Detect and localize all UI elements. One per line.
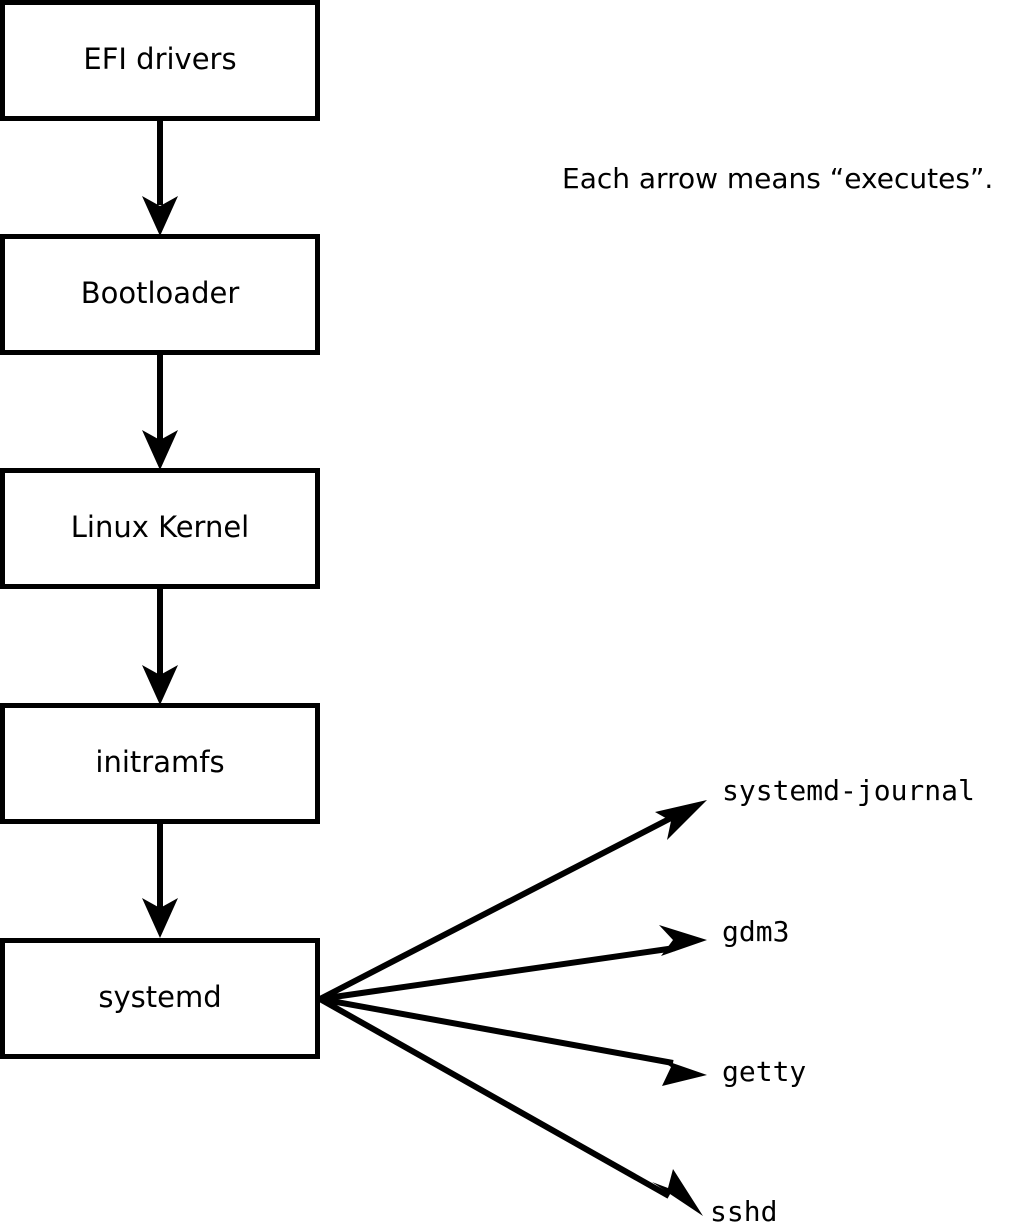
fan-arrow-systemd-to-sshd	[318, 996, 703, 1216]
flow-arrow-kernel-to-initramfs	[142, 588, 178, 705]
arrowhead-icon	[142, 665, 178, 705]
fan-arrow-systemd-to-gdm3	[319, 925, 707, 1002]
fan-arrow-systemd-to-getty	[319, 996, 707, 1086]
arrowhead-icon	[655, 800, 707, 840]
stage-box-initramfs[interactable]: initramfs	[0, 703, 320, 824]
service-label-gdm3: gdm3	[722, 915, 789, 948]
service-label-systemd-journal: systemd-journal	[722, 774, 975, 807]
service-label-sshd: sshd	[710, 1195, 777, 1228]
fan-arrow-systemd-to-systemd-journal	[318, 800, 707, 1002]
stage-label-initramfs: initramfs	[95, 745, 224, 779]
flow-arrow-initramfs-to-systemd	[142, 823, 178, 938]
arrowhead-icon	[658, 1058, 707, 1086]
stage-box-efi-drivers[interactable]: EFI drivers	[0, 0, 320, 121]
flow-arrow-efi-to-bootloader	[142, 118, 178, 236]
stage-label-systemd: systemd	[98, 980, 221, 1014]
stage-label-bootloader: Bootloader	[81, 276, 240, 310]
arrowhead-icon	[659, 925, 707, 956]
legend-note: Each arrow means “executes”.	[562, 162, 993, 195]
stage-box-systemd[interactable]: systemd	[0, 938, 320, 1059]
stage-label-efi-drivers: EFI drivers	[83, 42, 236, 76]
stage-box-bootloader[interactable]: Bootloader	[0, 234, 320, 355]
flow-arrow-bootloader-to-kernel	[142, 353, 178, 470]
arrowhead-icon	[652, 1169, 703, 1216]
arrowhead-icon	[142, 430, 178, 470]
stage-label-linux-kernel: Linux Kernel	[71, 510, 249, 544]
service-label-getty: getty	[722, 1055, 806, 1088]
arrowhead-icon	[142, 196, 178, 236]
stage-box-linux-kernel[interactable]: Linux Kernel	[0, 468, 320, 589]
arrowhead-icon	[142, 898, 178, 938]
